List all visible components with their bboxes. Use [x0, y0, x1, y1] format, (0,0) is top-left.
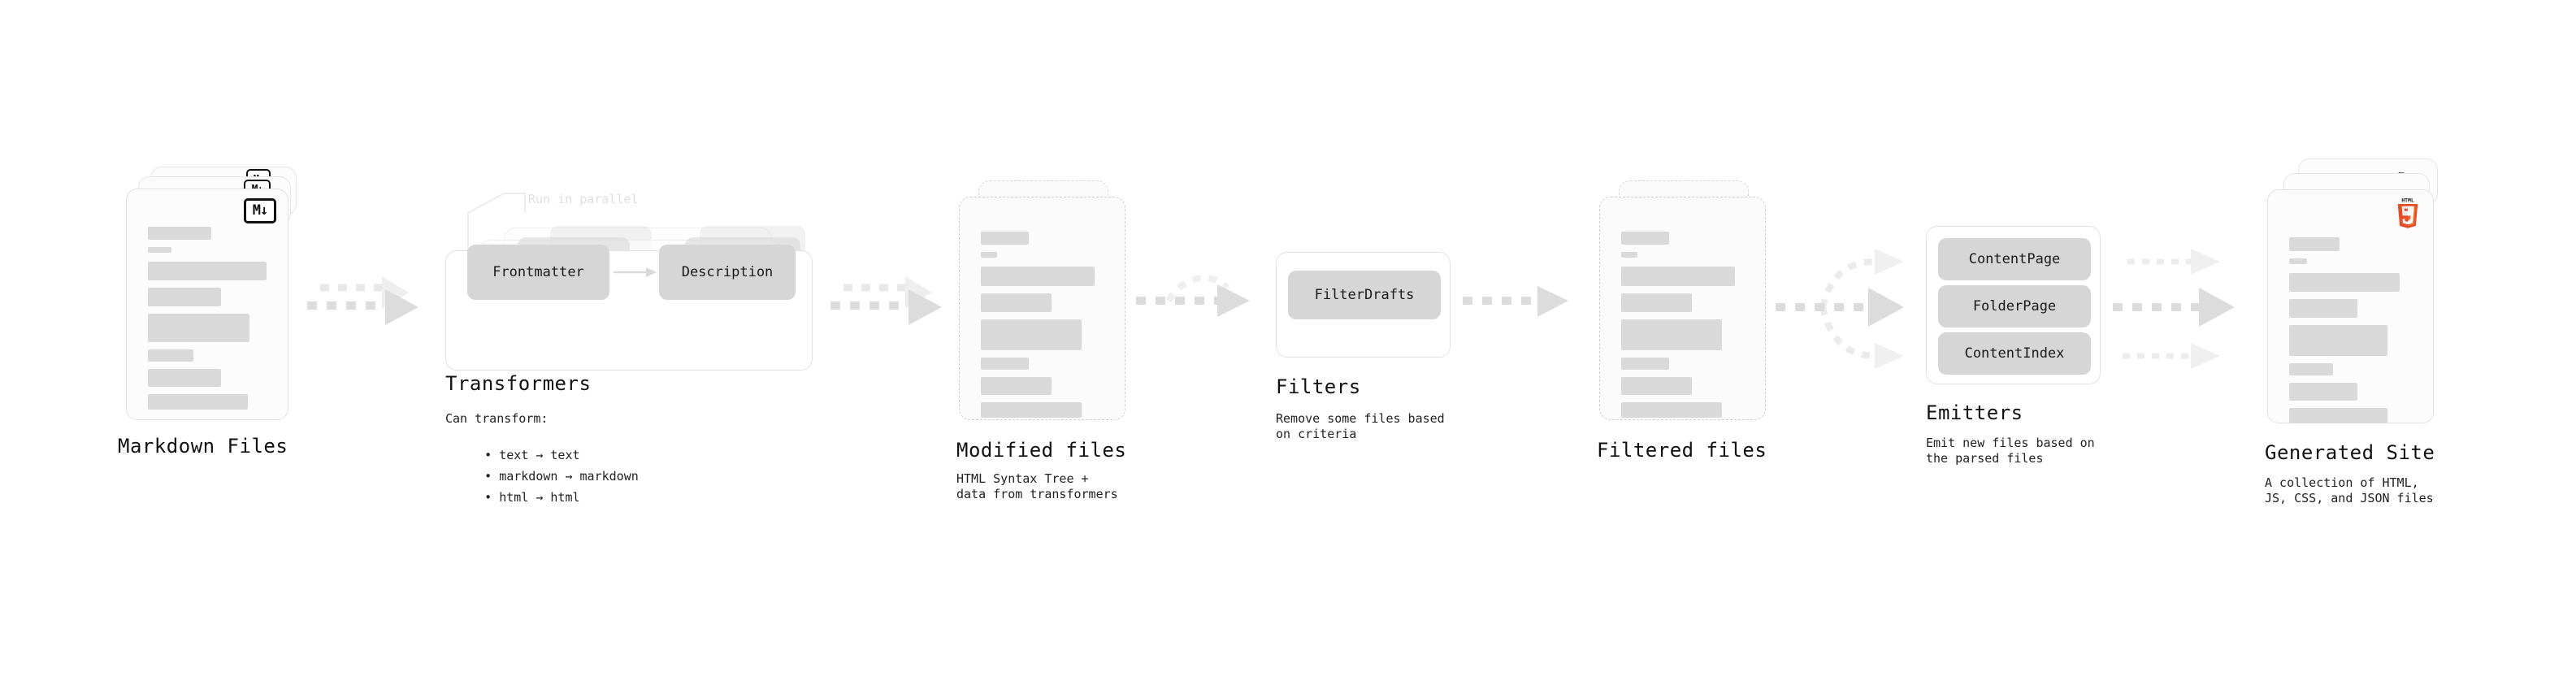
emitters-pill-contentindex-label: ContentIndex	[1964, 345, 2065, 362]
html5-icon: HTML	[2397, 197, 2418, 228]
filtered-card-front	[1599, 197, 1766, 420]
stage-title-emitters: Emitters	[1926, 401, 2023, 424]
stage-generated-site: CSS HTML	[2265, 158, 2454, 505]
arrow-markdown-to-transformers	[307, 275, 437, 333]
generated-site-description: A collection of HTML, JS, CSS, and JSON …	[2265, 475, 2434, 506]
run-in-parallel-note: Run in parallel	[528, 192, 639, 206]
stage-filters: FilterDrafts Filters Remove some files b…	[1276, 252, 1451, 441]
arrow-modified-to-filters	[1136, 268, 1266, 333]
stage-title-modified-files: Modified files	[956, 439, 1127, 462]
emitters-description: Emit new files based on the parsed files	[1926, 436, 2095, 466]
transformers-bullet-2-label: html → html	[499, 490, 580, 505]
transformer-inner-arrow	[614, 267, 657, 277]
transformer-layer-front: Frontmatter Description	[445, 245, 813, 371]
transformer-pill-frontmatter[interactable]: Frontmatter	[467, 245, 609, 300]
stage-title-filtered-files: Filtered files	[1597, 439, 1767, 462]
arrow-filtered-to-emitters	[1776, 234, 1930, 380]
transformers-bullet-0-label: text → text	[499, 448, 580, 463]
transformer-pill-description[interactable]: Description	[659, 245, 796, 300]
emitters-box: ContentPage FolderPage ContentIndex	[1926, 226, 2101, 384]
svg-text:HTML: HTML	[2401, 197, 2413, 204]
modified-card-front	[959, 197, 1125, 420]
stage-title-markdown-files: Markdown Files	[118, 435, 288, 458]
stage-emitters: ContentPage FolderPage ContentIndex Emit…	[1926, 226, 2101, 466]
generated-site-stack: CSS HTML	[2267, 158, 2454, 427]
transformers-bullet-1-label: markdown → markdown	[499, 469, 639, 484]
document-skeleton	[981, 232, 1107, 425]
stage-markdown-files: M↓ M↓ M↓ Markdown Files	[118, 167, 301, 458]
bullet-dot-0: •	[484, 448, 500, 463]
stage-transformers: Run in parallel Frontmatter De	[445, 192, 827, 505]
transformers-description: Can transform:	[445, 411, 549, 426]
document-skeleton	[148, 227, 270, 417]
transformers-bullet-2: • html → html	[455, 475, 580, 522]
transformers-stack: Run in parallel Frontmatter De	[445, 192, 827, 371]
bullet-dot-2: •	[484, 490, 500, 505]
markdown-badge: M↓	[244, 198, 276, 223]
arrow-filters-to-filtered	[1463, 286, 1585, 327]
transformer-pill-frontmatter-label: Frontmatter	[492, 264, 584, 280]
transformers-bullet-1: • markdown → markdown	[455, 453, 639, 501]
markdown-card-front: M↓	[126, 189, 288, 420]
arrow-emitters-to-site	[2113, 234, 2267, 380]
stage-title-transformers: Transformers	[445, 372, 592, 395]
filters-description: Remove some files based on criteria	[1276, 411, 1445, 442]
emitters-pill-folderpage[interactable]: FolderPage	[1938, 285, 2091, 327]
stage-filtered-files: Filtered files	[1597, 180, 1774, 462]
site-card-html: HTML	[2267, 189, 2434, 423]
stage-modified-files: Modified files HTML Syntax Tree + data f…	[956, 180, 1134, 501]
emitters-pill-contentindex[interactable]: ContentIndex	[1938, 332, 2091, 375]
arrow-transformers-to-modified	[830, 275, 961, 333]
bullet-dot-1: •	[484, 469, 500, 484]
stage-title-filters: Filters	[1276, 375, 1361, 398]
modified-file-stack	[959, 180, 1134, 424]
document-skeleton	[2289, 237, 2415, 431]
markdown-file-stack: M↓ M↓ M↓	[126, 167, 301, 427]
run-in-parallel-leader	[467, 193, 526, 250]
emitters-pill-contentpage[interactable]: ContentPage	[1938, 238, 2091, 280]
emitters-pill-folderpage-label: FolderPage	[1972, 298, 2057, 314]
filtered-file-stack	[1599, 180, 1774, 424]
transformer-pill-description-label: Description	[681, 264, 774, 280]
filters-box: FilterDrafts	[1276, 252, 1451, 358]
filters-pill-filterdrafts-label: FilterDrafts	[1314, 287, 1415, 303]
emitters-pill-contentpage-label: ContentPage	[1968, 251, 2061, 267]
modified-files-description: HTML Syntax Tree + data from transformer…	[956, 471, 1118, 502]
transformers-bullet-0: • text → text	[455, 432, 580, 479]
document-skeleton	[1621, 232, 1747, 425]
filters-pill-filterdrafts[interactable]: FilterDrafts	[1288, 271, 1441, 319]
stage-title-generated-site: Generated Site	[2265, 441, 2435, 464]
